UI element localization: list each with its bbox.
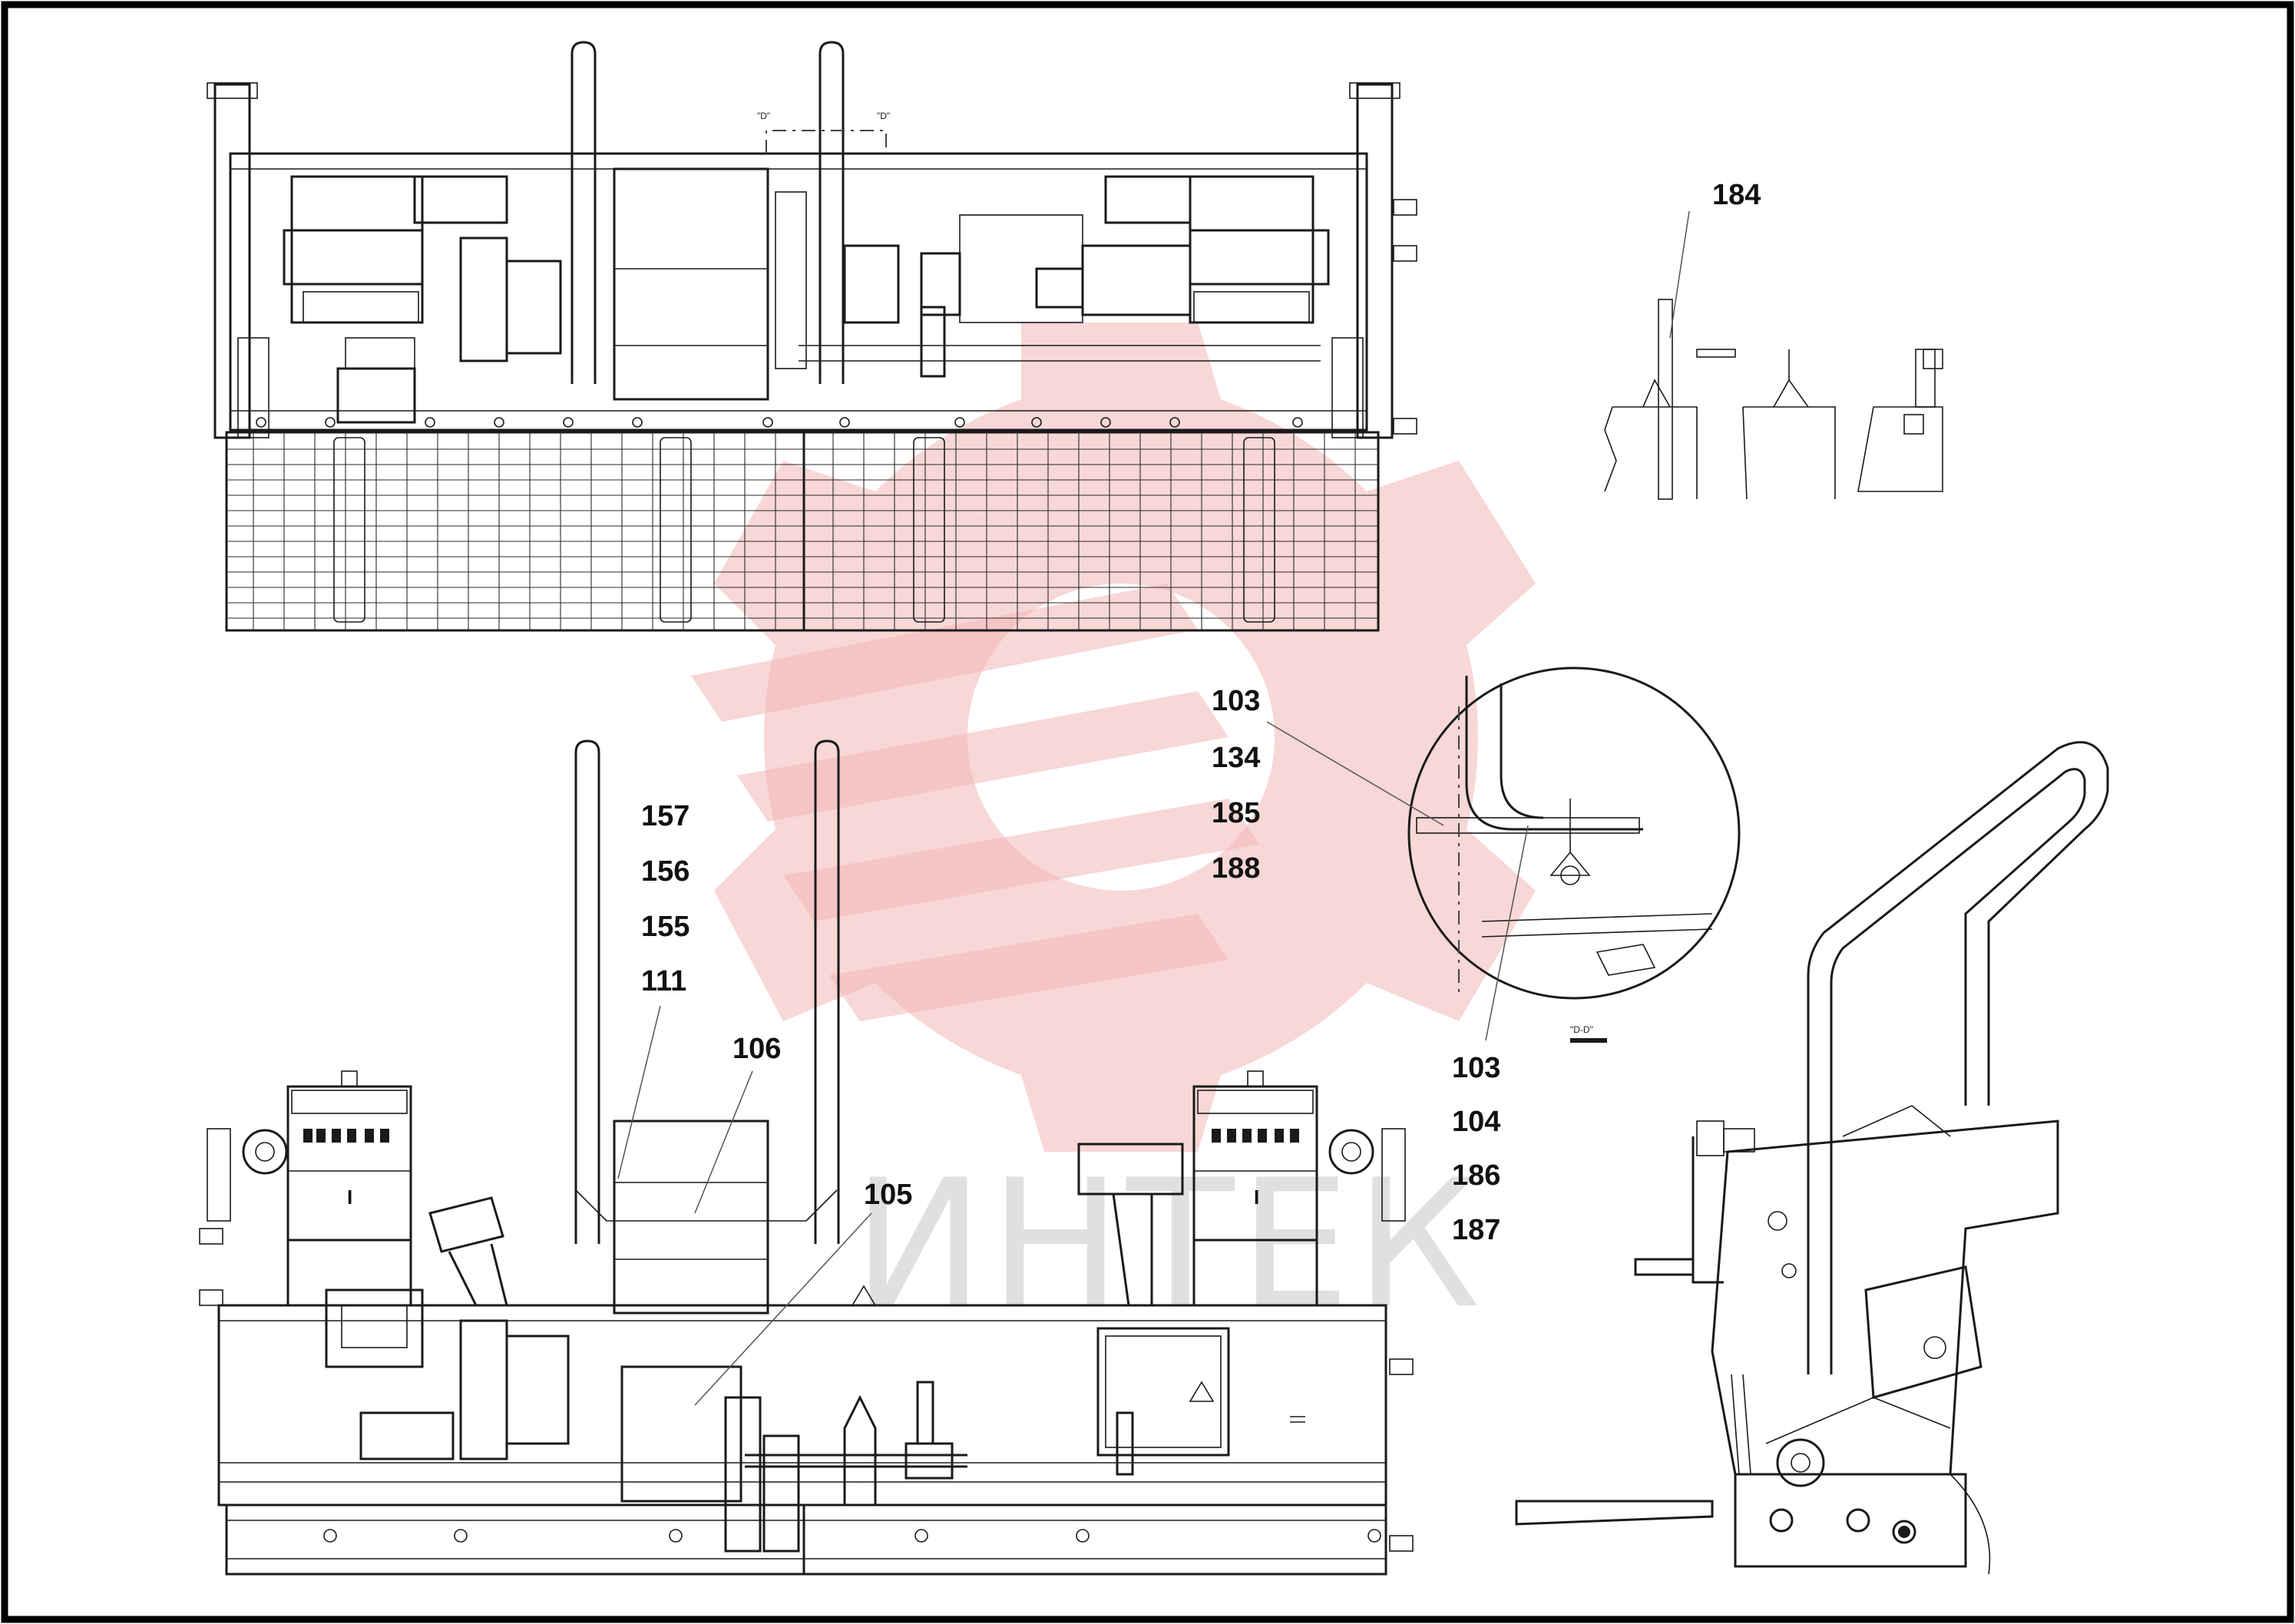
front-view-drawing: I bbox=[199, 739, 1414, 1576]
detail-title: "D-D" bbox=[1570, 1024, 1593, 1035]
label-134: 134 bbox=[1212, 742, 1260, 774]
section-mark-right: "D" bbox=[877, 111, 890, 121]
watermark-text: ИНТЕК bbox=[852, 1143, 1485, 1348]
detail-184-drawing bbox=[1604, 210, 1943, 500]
right-box-mark: I bbox=[1254, 1186, 1259, 1209]
top-view-drawing: "D" "D" bbox=[207, 41, 1417, 632]
label-184: 184 bbox=[1712, 179, 1761, 211]
label-155: 155 bbox=[641, 911, 689, 943]
label-111: 111 bbox=[641, 965, 686, 997]
label-105: 105 bbox=[864, 1179, 912, 1211]
label-187: 187 bbox=[1452, 1214, 1500, 1246]
part-labels: 184 103 134 185 188 157 156 155 111 106 … bbox=[641, 179, 1761, 1246]
left-box-mark: I bbox=[347, 1186, 352, 1209]
side-view-drawing bbox=[1515, 741, 2109, 1575]
label-185: 185 bbox=[1212, 797, 1260, 829]
label-104: 104 bbox=[1452, 1106, 1500, 1138]
label-186: 186 bbox=[1452, 1159, 1500, 1192]
section-mark-left: "D" bbox=[757, 111, 770, 121]
label-157: 157 bbox=[641, 800, 689, 832]
label-106: 106 bbox=[732, 1033, 781, 1065]
label-188: 188 bbox=[1212, 852, 1260, 885]
label-103-top: 103 bbox=[1212, 685, 1260, 717]
label-156: 156 bbox=[641, 855, 689, 888]
detail-d-d-drawing: "D-D" bbox=[1266, 666, 1741, 1043]
label-103-bottom: 103 bbox=[1452, 1052, 1500, 1084]
